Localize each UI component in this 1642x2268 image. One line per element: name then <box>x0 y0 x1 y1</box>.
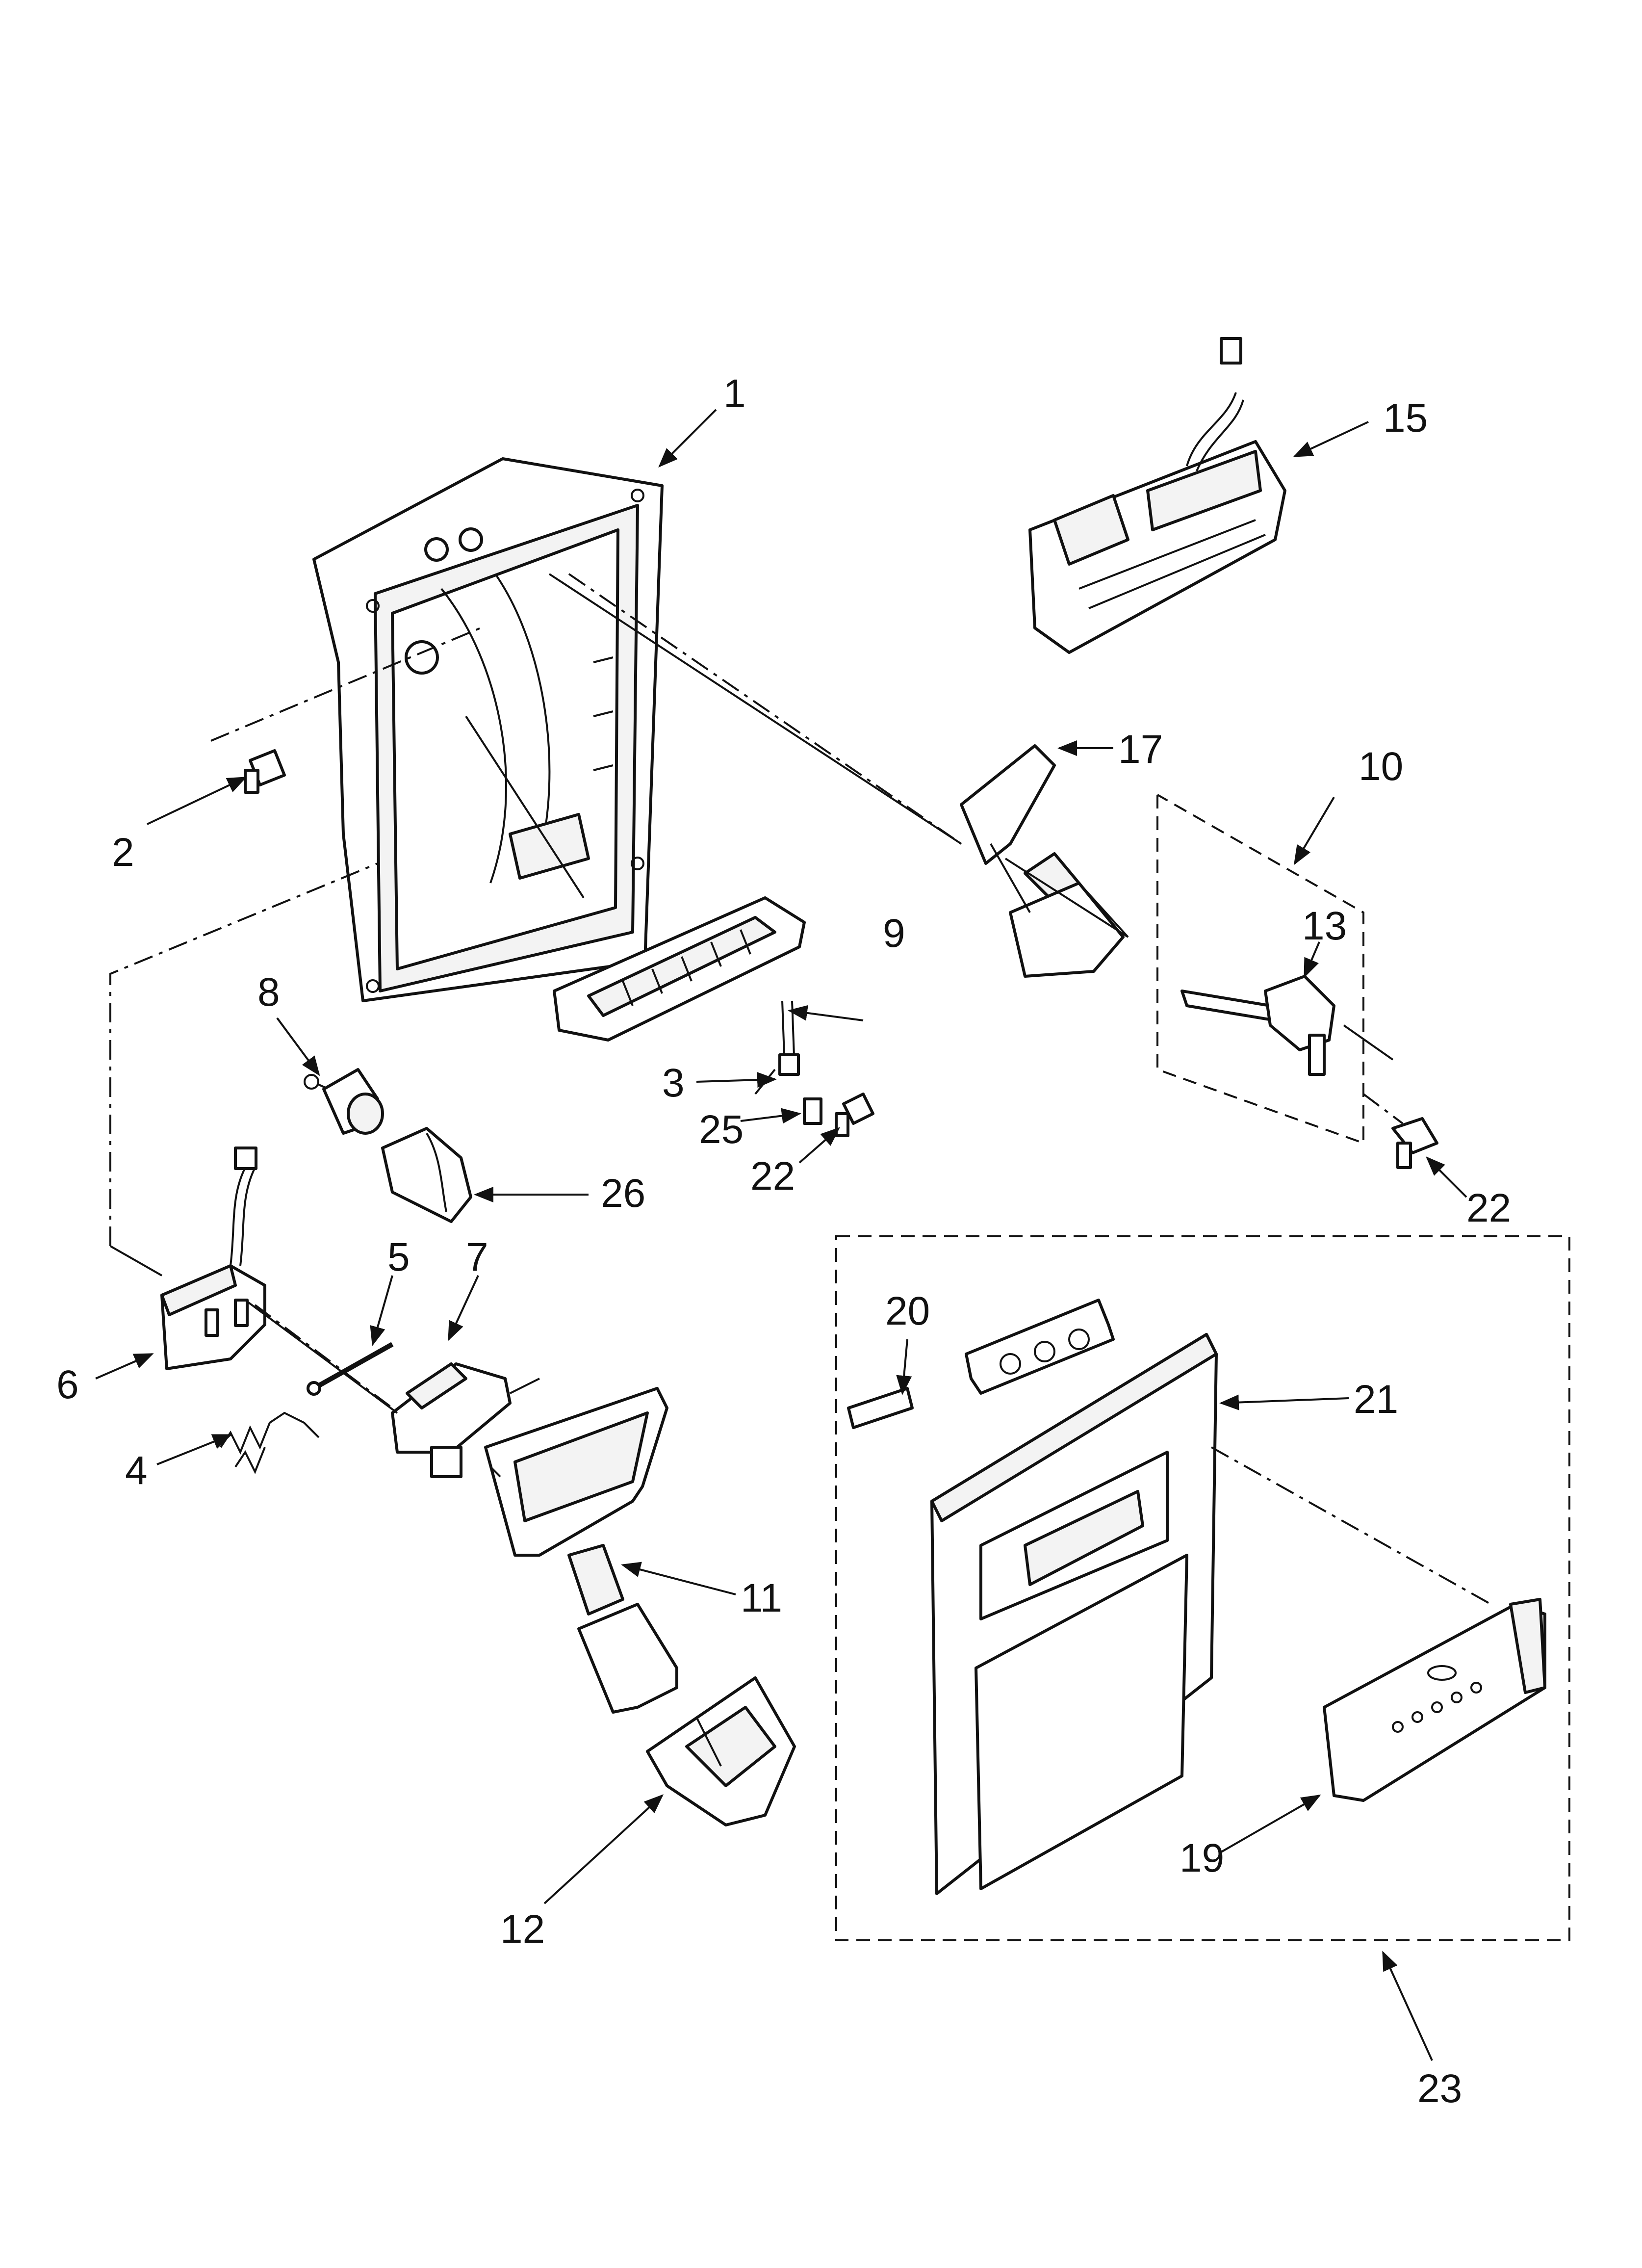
label-20: 20 <box>885 1289 930 1333</box>
part-26-cover <box>381 1127 472 1223</box>
part-6-motor <box>160 1147 266 1370</box>
label-7: 7 <box>466 1235 488 1279</box>
label-9: 9 <box>883 911 905 956</box>
part-22-screw-center <box>835 1093 874 1137</box>
assembly-group-10 <box>1156 794 1364 1145</box>
part-20-display-board <box>847 1299 1115 1429</box>
label-25: 25 <box>699 1107 744 1152</box>
alignment-lines <box>109 573 1491 1605</box>
part-21-front-panel <box>930 1333 1218 1895</box>
part-7-switch <box>391 1362 540 1478</box>
label-2: 2 <box>112 830 134 875</box>
part-1-housing <box>312 457 664 1002</box>
part-17-chute-door <box>960 744 1125 978</box>
leader-arrows <box>95 409 1467 2061</box>
label-8: 8 <box>257 970 280 1015</box>
part-8-solenoid <box>304 1068 384 1135</box>
part-19-control-panel <box>1323 1598 1546 1802</box>
part-15-control-board <box>1028 337 1286 654</box>
label-15: 15 <box>1383 396 1428 441</box>
label-23: 23 <box>1417 2066 1462 2111</box>
assembly-group-23 <box>835 1235 1570 1941</box>
label-26: 26 <box>601 1171 645 1216</box>
label-21: 21 <box>1354 1377 1398 1422</box>
label-10: 10 <box>1359 744 1403 789</box>
label-3: 3 <box>662 1061 685 1105</box>
label-13: 13 <box>1302 904 1347 948</box>
callout-labels: 1 15 17 10 13 9 2 8 3 25 22 26 22 5 7 6 … <box>56 371 1511 2111</box>
label-22-right: 22 <box>1466 1186 1511 1230</box>
part-5-pin <box>307 1342 394 1396</box>
label-1: 1 <box>723 371 746 416</box>
label-11: 11 <box>741 1576 782 1620</box>
part-2-screw <box>244 749 286 794</box>
label-4: 4 <box>125 1448 148 1493</box>
part-25-clip <box>803 1097 822 1125</box>
label-6: 6 <box>56 1362 79 1407</box>
part-4-spring <box>220 1411 320 1474</box>
label-12: 12 <box>500 1907 545 1952</box>
label-19: 19 <box>1180 1836 1224 1880</box>
part-12-drip-cup <box>646 1676 796 1826</box>
part-9-drip-tray <box>553 896 806 1042</box>
part-22-screw-right <box>1391 1117 1438 1169</box>
part-13-lever <box>1180 975 1335 1076</box>
label-17: 17 <box>1118 727 1163 772</box>
part-11-water-paddle <box>484 1387 678 1714</box>
label-5: 5 <box>387 1235 410 1279</box>
label-22-center: 22 <box>750 1154 795 1199</box>
